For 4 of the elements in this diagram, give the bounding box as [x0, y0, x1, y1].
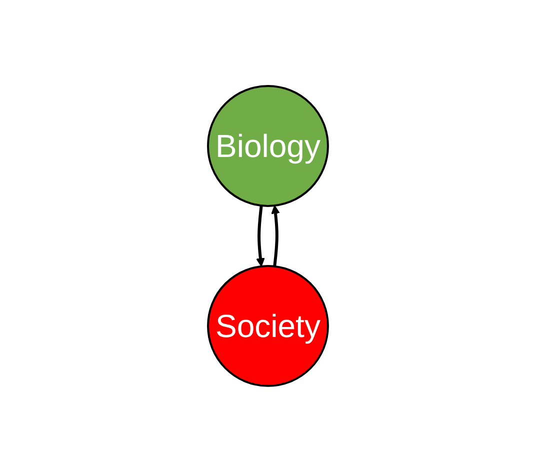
- node-circle: Biology: [206, 85, 328, 207]
- arrow: [270, 205, 280, 267]
- node-circle: Society: [206, 265, 328, 387]
- arrow: [256, 205, 264, 267]
